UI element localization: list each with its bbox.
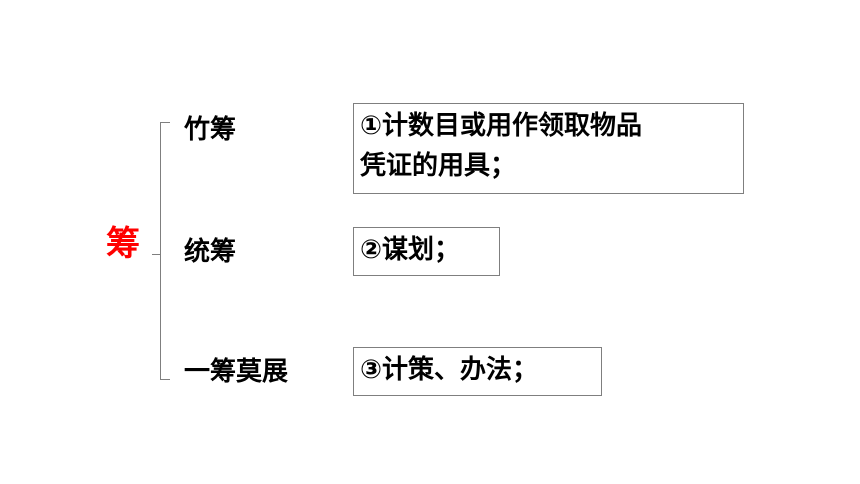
bracket-tick	[152, 254, 160, 255]
definition-line: ①计数目或用作领取物品	[360, 111, 643, 141]
definition-box: ①计数目或用作领取物品 凭证的用具；	[353, 103, 744, 194]
main-character: 筹	[106, 224, 140, 264]
definition-box: ②谋划；	[353, 227, 500, 276]
definition-line: ②谋划；	[360, 235, 461, 265]
definition-line: ③计策、办法；	[360, 355, 539, 385]
item-label: 统筹	[184, 237, 237, 267]
definition-line: 凭证的用具；	[360, 151, 517, 181]
item-label: 竹筹	[184, 115, 237, 145]
definition-box: ③计策、办法；	[353, 347, 602, 396]
item-label: 一筹莫展	[184, 357, 289, 387]
bracket	[160, 122, 170, 380]
